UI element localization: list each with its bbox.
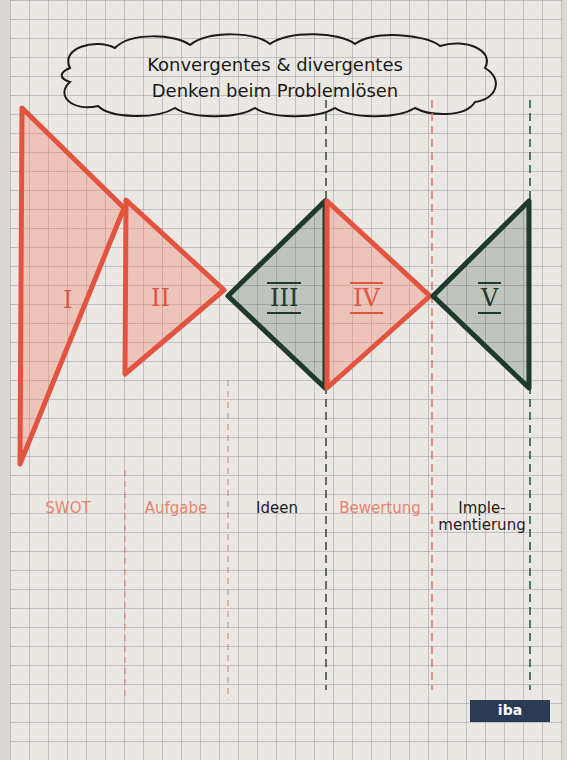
column-divider bbox=[529, 100, 531, 690]
column-divider bbox=[228, 380, 229, 700]
column-label: Imple- mentierung bbox=[438, 500, 526, 535]
triangle-shape bbox=[125, 200, 224, 374]
triangle-shape bbox=[20, 108, 124, 464]
column-label: SWOT bbox=[23, 500, 113, 517]
spacer bbox=[160, 48, 310, 49]
title: Konvergentes & divergentes Denken beim P… bbox=[120, 52, 430, 104]
logo-text: iba bbox=[472, 702, 548, 718]
title-cloud bbox=[62, 34, 496, 116]
divergent-triangle: V bbox=[432, 200, 531, 390]
column-divider bbox=[431, 100, 433, 690]
column-divider bbox=[325, 100, 327, 690]
column-label: Bewertung bbox=[332, 500, 428, 517]
phase-numeral: III bbox=[267, 282, 301, 314]
phase-numeral: I bbox=[60, 286, 75, 314]
convergent-triangle: IV bbox=[326, 200, 432, 390]
triangle-shape bbox=[228, 201, 325, 388]
column-label: Aufgabe bbox=[130, 500, 222, 517]
convergent-triangle: II bbox=[125, 200, 226, 376]
phase-numeral: IV bbox=[350, 282, 383, 314]
divergent-triangle: I bbox=[20, 108, 126, 466]
triangle-outline bbox=[20, 108, 126, 466]
triangle-shape bbox=[327, 201, 430, 388]
triangle-outline bbox=[125, 200, 226, 376]
column-divider bbox=[125, 470, 126, 700]
flipchart-paper bbox=[10, 0, 562, 760]
triangle-shape bbox=[433, 201, 529, 388]
column-label: Ideen bbox=[232, 500, 322, 517]
phase-numeral: V bbox=[478, 282, 501, 314]
phase-numeral: II bbox=[148, 284, 173, 312]
divergent-triangle: III bbox=[227, 200, 327, 390]
logo-badge bbox=[470, 700, 550, 722]
